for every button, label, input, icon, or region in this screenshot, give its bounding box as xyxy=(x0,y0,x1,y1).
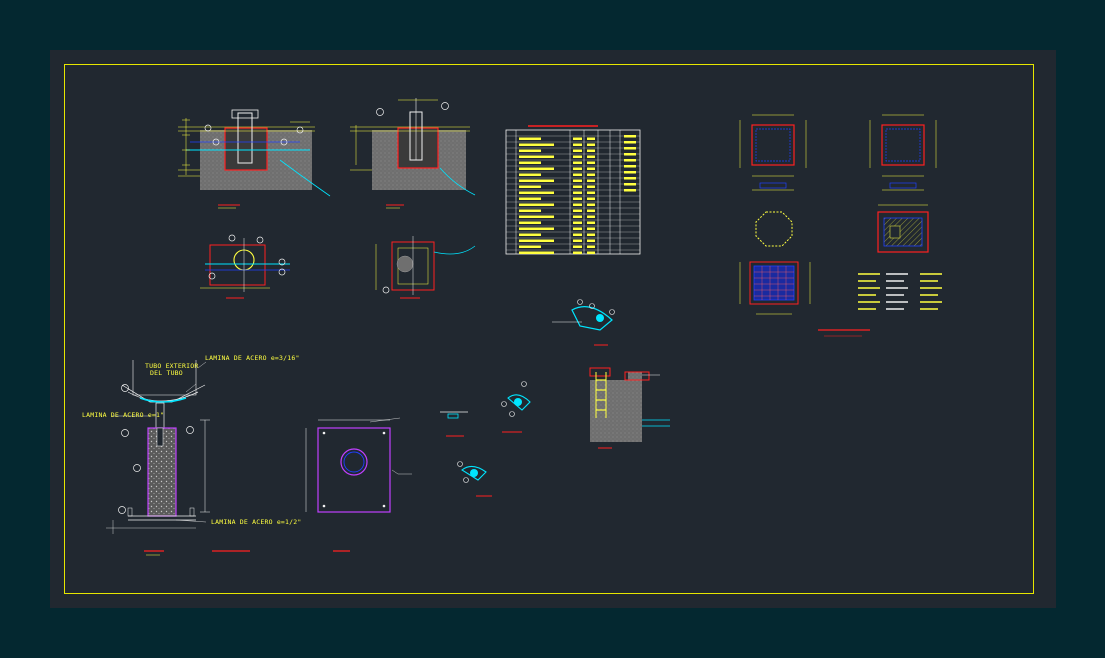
ring-detail xyxy=(755,211,793,247)
footing-detail-4 xyxy=(739,261,811,315)
quantities-table xyxy=(505,125,641,255)
anchor-detail-2 xyxy=(501,381,531,433)
lamina-top-label: LAMINA DE ACERO e=3/16" xyxy=(205,354,300,362)
section-view-2 xyxy=(350,98,476,209)
plan-view-2 xyxy=(375,236,476,299)
lamina-left-label: LAMINA DE ACERO e=1" xyxy=(82,411,165,419)
weld-detail xyxy=(440,411,468,437)
bar-schedule xyxy=(818,273,942,337)
tubo-exterior-label-1: TUBO EXTERIOR xyxy=(145,362,199,370)
base-plate xyxy=(305,417,412,552)
anchor-detail-3 xyxy=(457,461,492,497)
section-view-1 xyxy=(178,109,331,209)
plan-view-1 xyxy=(200,234,290,299)
footing-detail-3 xyxy=(877,204,929,253)
footing-detail-1 xyxy=(739,114,807,191)
ladder-wall-section xyxy=(589,367,670,449)
column-section xyxy=(106,360,250,556)
lamina-bottom-label: LAMINA DE ACERO e=1/2" xyxy=(211,518,302,526)
anchor-detail-1 xyxy=(552,299,615,346)
footing-detail-2 xyxy=(869,114,937,191)
tubo-exterior-label-2: DEL TUBO xyxy=(150,369,183,377)
title-block-frame xyxy=(64,64,1034,594)
